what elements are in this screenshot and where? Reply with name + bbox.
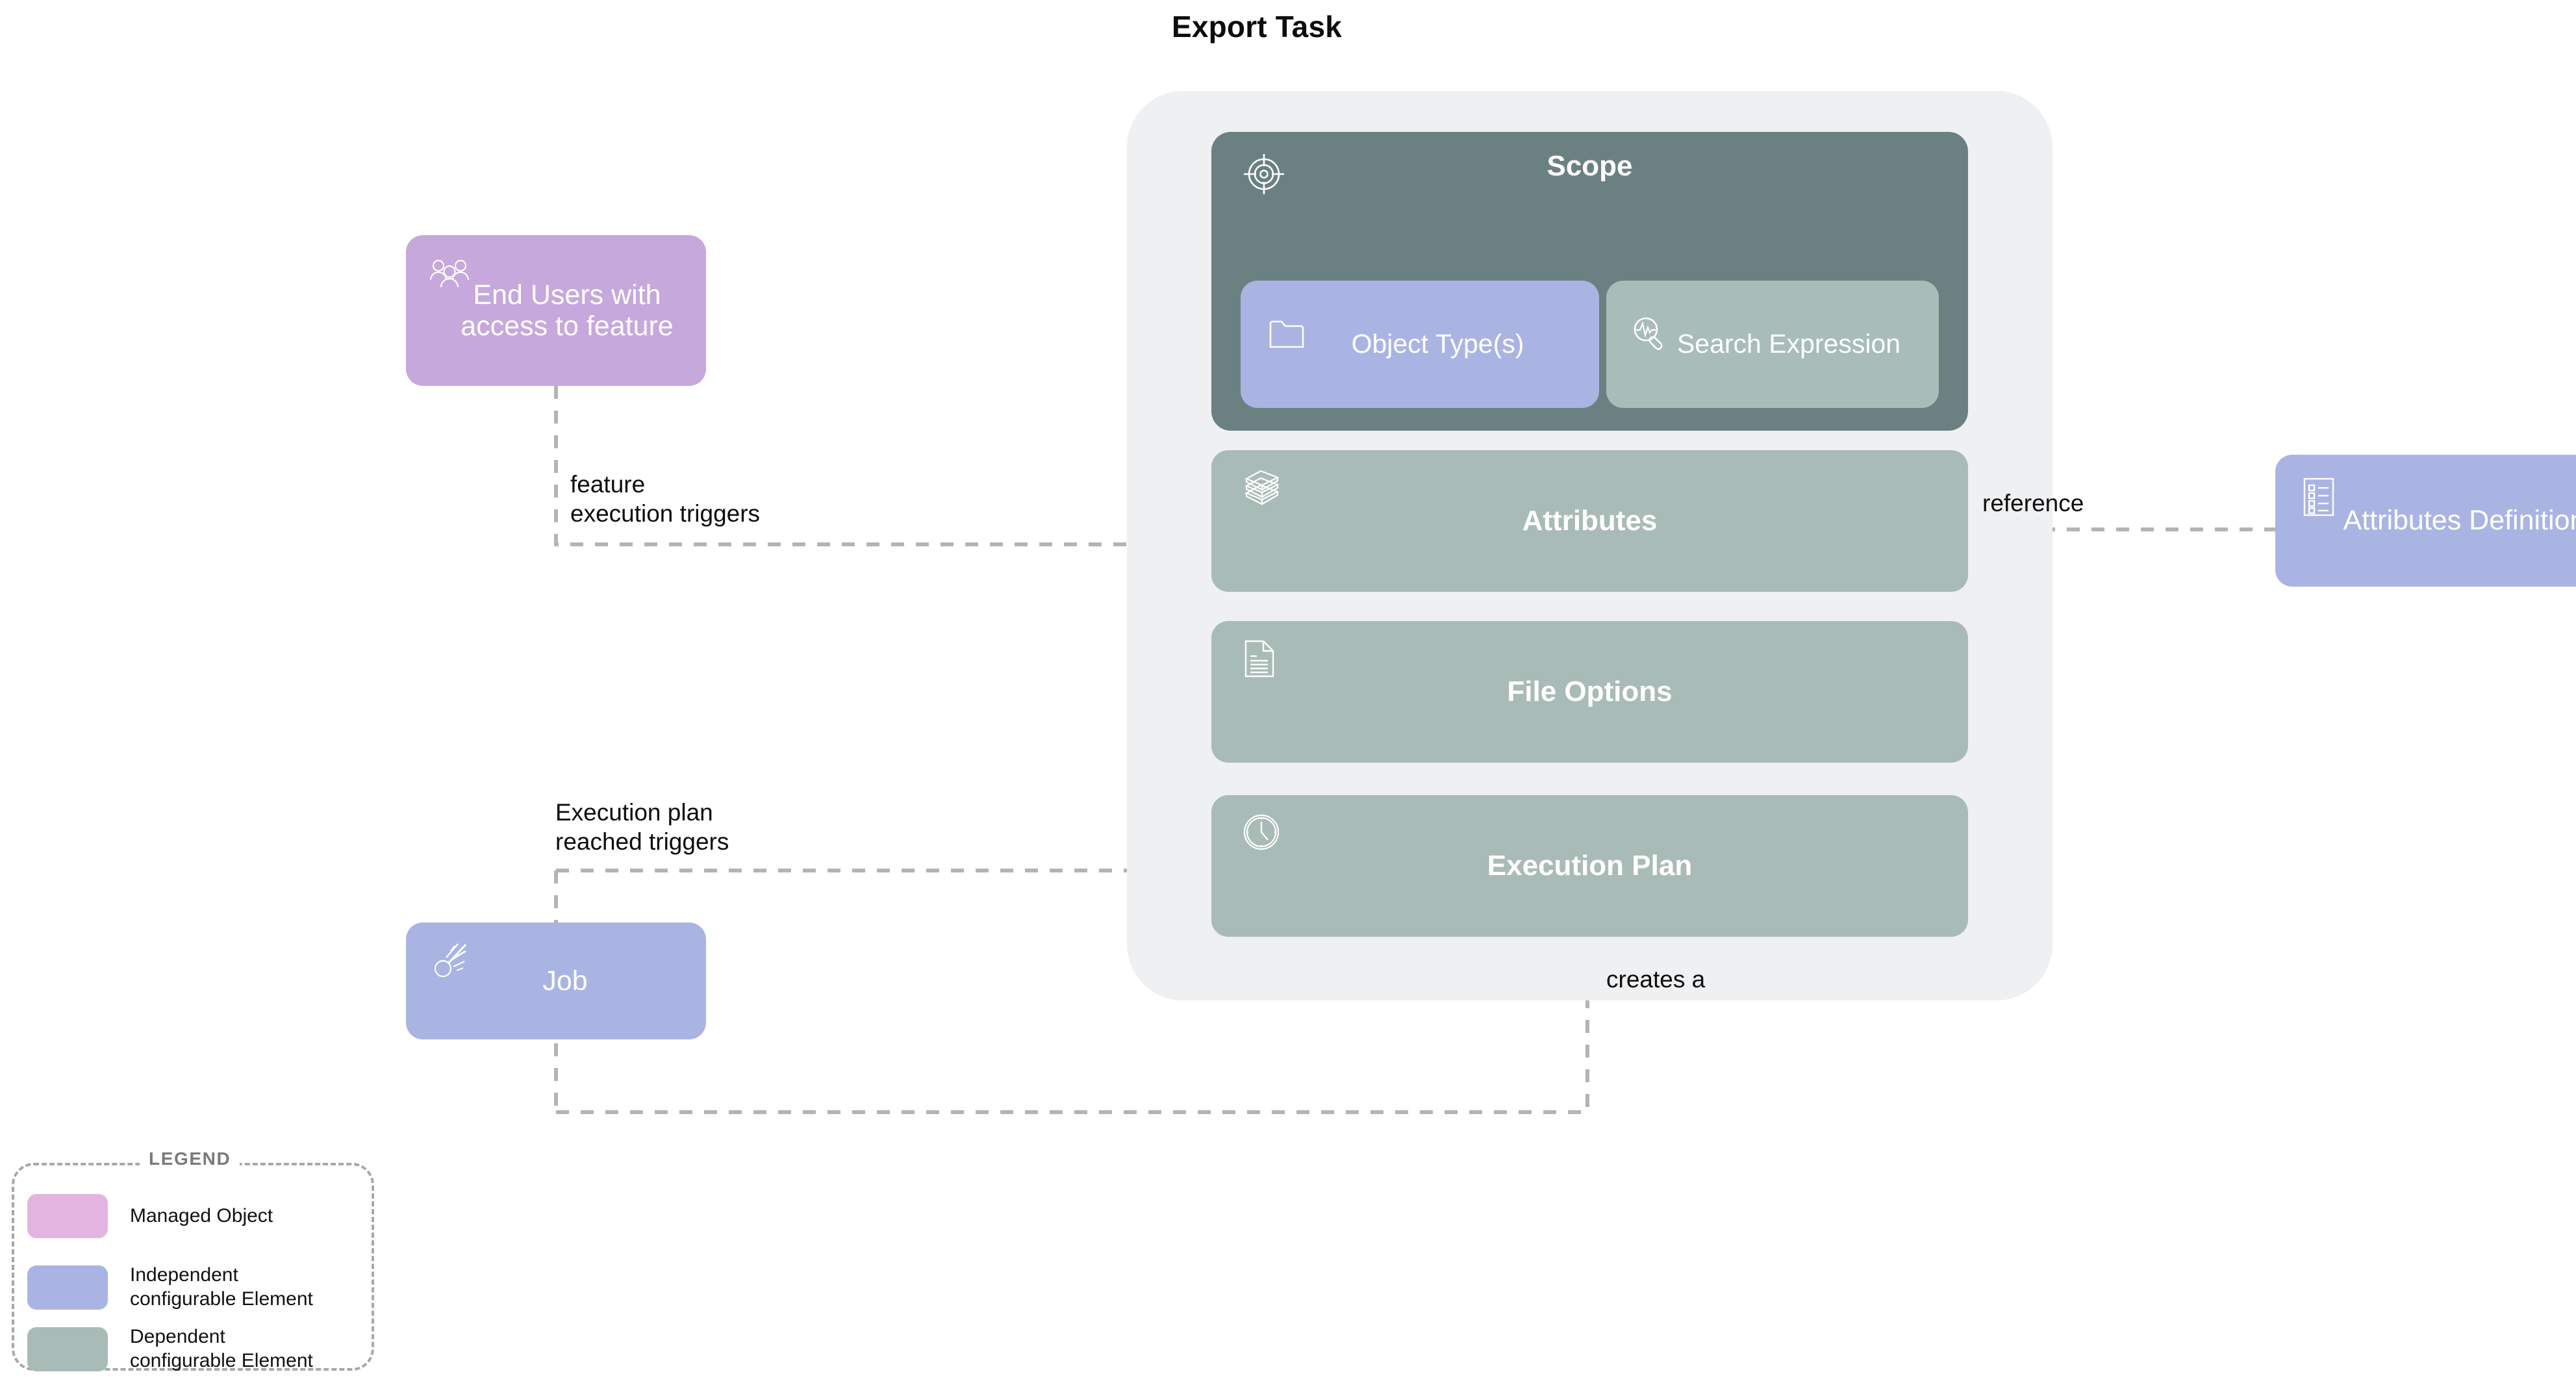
legend-title: LEGEND xyxy=(140,1149,240,1169)
legend-swatch-dependent-element xyxy=(27,1327,108,1371)
target-crosshair-icon xyxy=(1243,153,1285,196)
node-attributes-definition[interactable]: Attributes Definition xyxy=(2275,455,2576,587)
node-attributes-label: Attributes xyxy=(1522,505,1658,537)
node-object-types-label: Object Type(s) xyxy=(1351,329,1524,359)
edge-label-feature-execution: feature execution triggers xyxy=(570,471,761,527)
page-title: Export Task xyxy=(1171,10,1343,44)
node-end-users-label: End Users with access to feature xyxy=(461,279,674,342)
legend-swatch-managed-object xyxy=(27,1194,108,1238)
comet-icon xyxy=(432,939,472,980)
edge-label-execution-reached: Execution plan reached triggers xyxy=(555,799,729,856)
node-search-expression[interactable]: Search Expression xyxy=(1606,281,1939,408)
legend-item-independent-element: Independent configurable Element xyxy=(27,1264,313,1311)
edge-label-reference: reference xyxy=(1982,490,2084,516)
document-icon xyxy=(1244,639,1275,678)
clock-icon xyxy=(1243,813,1280,851)
node-execution-plan-label: Execution Plan xyxy=(1487,850,1693,882)
legend-item-managed-object: Managed Object xyxy=(27,1194,273,1238)
legend-label-managed-object: Managed Object xyxy=(130,1204,273,1226)
node-attributes-definition-label: Attributes Definition xyxy=(2343,505,2576,537)
stacked-books-icon xyxy=(1243,468,1282,506)
search-pulse-icon xyxy=(1631,314,1669,352)
node-search-expression-label: Search Expression xyxy=(1676,329,1901,359)
node-file-options[interactable]: File Options xyxy=(1211,621,1968,763)
node-execution-plan[interactable]: Execution Plan xyxy=(1211,795,1968,937)
users-group-icon xyxy=(429,259,470,291)
legend-label-dependent-element: Dependent configurable Element xyxy=(130,1326,313,1371)
node-end-users[interactable]: End Users with access to feature xyxy=(406,235,706,386)
edge-label-creates-a: creates a xyxy=(1606,966,1706,993)
node-scope-label: Scope xyxy=(1547,150,1633,182)
legend-swatch-independent-element xyxy=(27,1265,108,1310)
node-job-label: Job xyxy=(542,965,588,997)
node-attributes[interactable]: Attributes xyxy=(1211,450,1968,592)
folder-icon xyxy=(1269,318,1304,348)
node-object-types[interactable]: Object Type(s) xyxy=(1241,281,1599,408)
node-file-options-label: File Options xyxy=(1507,676,1673,708)
legend-item-dependent-element: Dependent configurable Element xyxy=(27,1325,313,1373)
node-job[interactable]: Job xyxy=(406,922,706,1039)
legend-label-independent-element: Independent configurable Element xyxy=(130,1264,313,1310)
checklist-icon xyxy=(2303,477,2335,517)
